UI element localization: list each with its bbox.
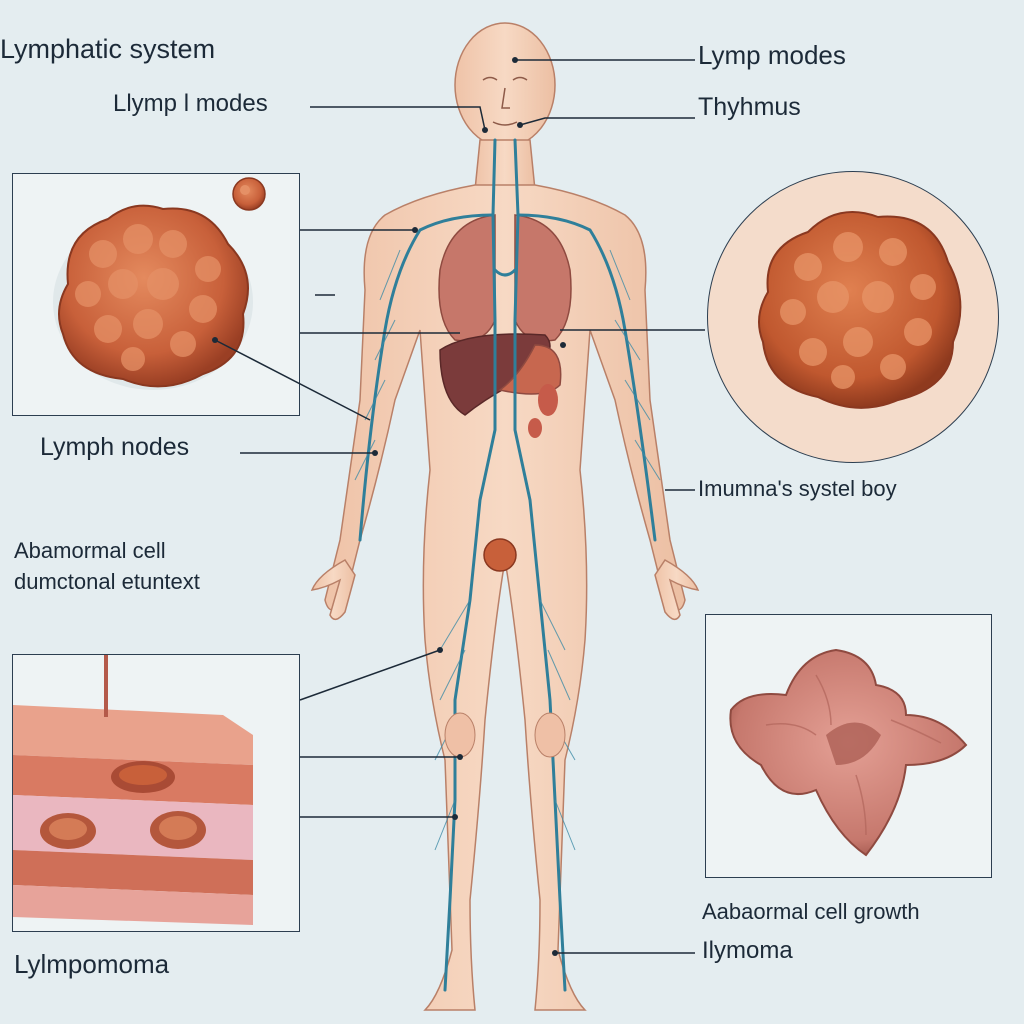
label-thymus: Thyhmus bbox=[698, 93, 801, 121]
tissue-cross-section-illustration bbox=[13, 655, 253, 925]
lungs bbox=[438, 214, 572, 342]
pelvic-lymph-node bbox=[483, 538, 517, 572]
small-organ bbox=[528, 418, 542, 438]
human-body-figure bbox=[310, 22, 700, 1011]
title-label: Lymphatic system bbox=[0, 34, 216, 64]
inset-abnormal-growth bbox=[705, 614, 992, 878]
immune-cell-illustration bbox=[758, 211, 962, 409]
inset-lymph-node bbox=[12, 173, 300, 416]
label-lymph-nodes-top-left: Llymp l modes bbox=[113, 90, 268, 117]
knee-lymph-node bbox=[444, 712, 476, 758]
inset-tissue-layers bbox=[12, 654, 300, 932]
label-immune-system-body: Imumna's systel boy bbox=[698, 476, 897, 501]
label-abnormal-cell-line1: Abamormal cell bbox=[14, 538, 166, 563]
label-lymph-nodes-mid-left: Lymph nodes bbox=[40, 433, 190, 461]
knee-lymph-node bbox=[534, 712, 566, 758]
label-abnormal-cell-growth: Aabaormal cell growth bbox=[702, 899, 920, 924]
lymphatic-vessels bbox=[358, 138, 657, 992]
lymph-node-cluster-illustration bbox=[53, 177, 266, 390]
small-organ bbox=[538, 384, 558, 416]
face-features bbox=[482, 76, 528, 126]
label-abnormal-cell-line2: dumctonal etuntext bbox=[14, 569, 200, 594]
inset-immune-cell-circle bbox=[707, 171, 999, 463]
liver bbox=[439, 333, 551, 416]
abnormal-growth-illustration bbox=[729, 648, 968, 857]
label-lymp-modes-top-right: Lymp modes bbox=[698, 40, 846, 70]
label-lymphoma-bottom-left: Lylmpomoma bbox=[14, 949, 170, 979]
label-llymoma: Ilymoma bbox=[702, 937, 793, 964]
fine-lymph-branches bbox=[354, 249, 661, 851]
stomach bbox=[498, 344, 562, 395]
